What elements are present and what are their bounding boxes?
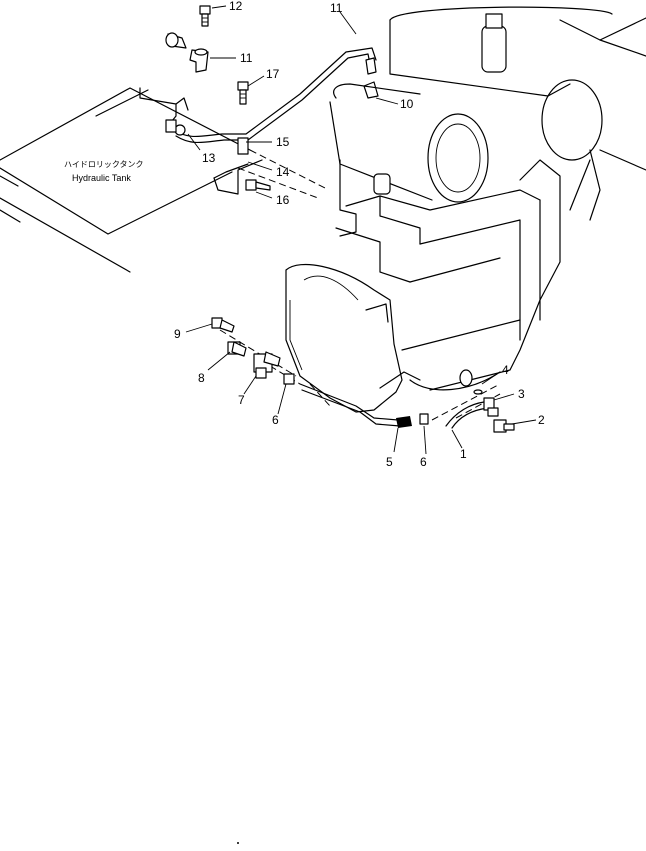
callout-12: 12 — [229, 0, 243, 13]
callout-5: 5 — [386, 455, 393, 469]
bolt-12 — [199, 5, 211, 27]
valve-7 — [253, 351, 281, 379]
gasket-4 — [473, 389, 483, 395]
callout-7: 7 — [238, 393, 245, 407]
bolt-2 — [493, 419, 515, 433]
callout-1: 1 — [460, 447, 467, 461]
leader-lines — [185, 5, 537, 455]
callout-11-elbow: 11 — [240, 51, 253, 65]
tank-label-japanese: ハイドロリックタンク — [64, 160, 144, 169]
callout-13: 13 — [202, 151, 216, 165]
bolt-9 — [211, 317, 235, 333]
bolt-8 — [227, 341, 247, 357]
callout-3: 3 — [518, 387, 525, 401]
callout-6-left: 6 — [272, 413, 279, 427]
hydraulic-tank — [0, 87, 326, 273]
tank-label-english: Hydraulic Tank — [72, 173, 131, 183]
callout-14: 14 — [276, 165, 290, 179]
stray-mark — [237, 842, 239, 844]
hose-5 — [299, 383, 412, 428]
engine-assembly — [219, 6, 646, 421]
callout-17: 17 — [266, 67, 280, 81]
callout-9: 9 — [174, 327, 181, 341]
bolt-17 — [237, 81, 249, 105]
callout-6-right: 6 — [420, 455, 427, 469]
callout-11-tube: 11 — [330, 1, 343, 15]
callout-8: 8 — [198, 371, 205, 385]
clip-6-right — [419, 413, 429, 425]
hose-1 — [445, 397, 495, 429]
callout-4: 4 — [502, 363, 509, 377]
callout-numbers: 12 11 11 17 10 15 13 14 16 9 8 7 6 4 3 2… — [174, 0, 545, 469]
elbow-fitting-11 — [189, 48, 209, 73]
callout-10: 10 — [400, 97, 414, 111]
clip-6-left — [283, 373, 295, 385]
callout-16: 16 — [276, 193, 290, 207]
adapter-nut — [165, 32, 187, 49]
washer-3 — [487, 407, 499, 417]
callout-2: 2 — [538, 413, 545, 427]
bolt-16 — [245, 179, 271, 191]
callout-15: 15 — [276, 135, 290, 149]
